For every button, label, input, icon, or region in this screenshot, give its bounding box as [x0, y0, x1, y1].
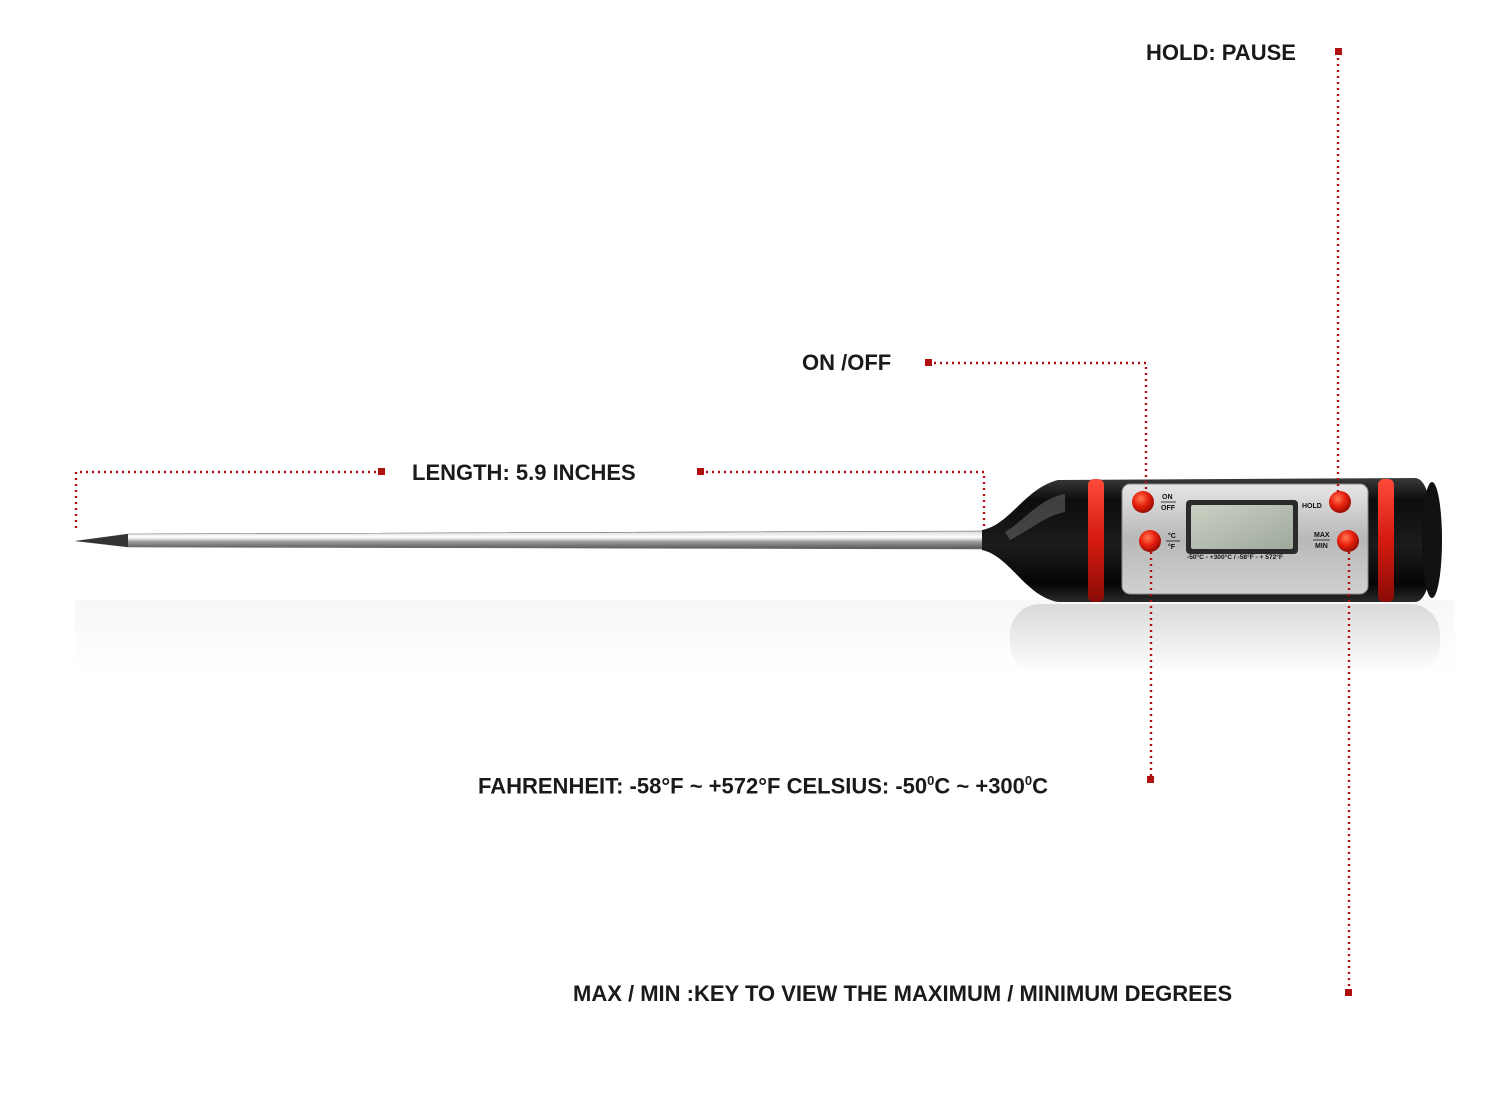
unit-toggle-button[interactable]	[1139, 530, 1161, 552]
min-label: MIN	[1315, 543, 1328, 550]
hold-callout: HOLD: PAUSE	[1146, 40, 1296, 65]
probe	[75, 530, 991, 550]
max-min-callout: MAX / MIN :KEY TO VIEW THE MAXIMUM / MIN…	[573, 981, 1233, 1006]
length-left-leader	[74, 470, 382, 532]
on-off-leader	[928, 361, 1148, 492]
degree-superscript: 0	[1024, 773, 1033, 788]
on-off-button[interactable]	[1132, 491, 1154, 513]
on-off-callout: ON /OFF	[802, 350, 892, 375]
off-label: OFF	[1161, 505, 1176, 512]
temperature-text-end: C	[1032, 773, 1049, 799]
temperature-callout: FAHRENHEIT: -58°F ~ +572°F CELSIUS: -500…	[478, 768, 1048, 799]
fahrenheit-unit-label: °F	[1168, 543, 1176, 551]
temperature-text-start: FAHRENHEIT: -58°F ~ +572°F CELSIUS: -50	[478, 773, 928, 799]
thermometer-handle: ON OFF °C °F HOLD MAX MIN -50°C - +300°C…	[982, 478, 1442, 602]
celsius-unit-label: °C	[1168, 532, 1176, 540]
hold-label: HOLD	[1302, 503, 1322, 510]
leader-end-markers	[378, 48, 1352, 996]
length-callout: LENGTH: 5.9 INCHES	[412, 460, 636, 485]
degree-superscript: 0	[927, 773, 935, 788]
temperature-text-mid: C ~ +300	[934, 773, 1025, 799]
lcd-range-label: -50°C - +300°C / -58°F - + 572°F	[1187, 553, 1283, 561]
max-label: MAX	[1314, 532, 1330, 539]
hold-button[interactable]	[1329, 491, 1351, 513]
leader-lines	[74, 52, 1351, 993]
reflection	[75, 600, 1455, 676]
length-right-leader	[700, 470, 986, 526]
on-label: ON	[1162, 494, 1173, 501]
max-min-button[interactable]	[1337, 530, 1359, 552]
